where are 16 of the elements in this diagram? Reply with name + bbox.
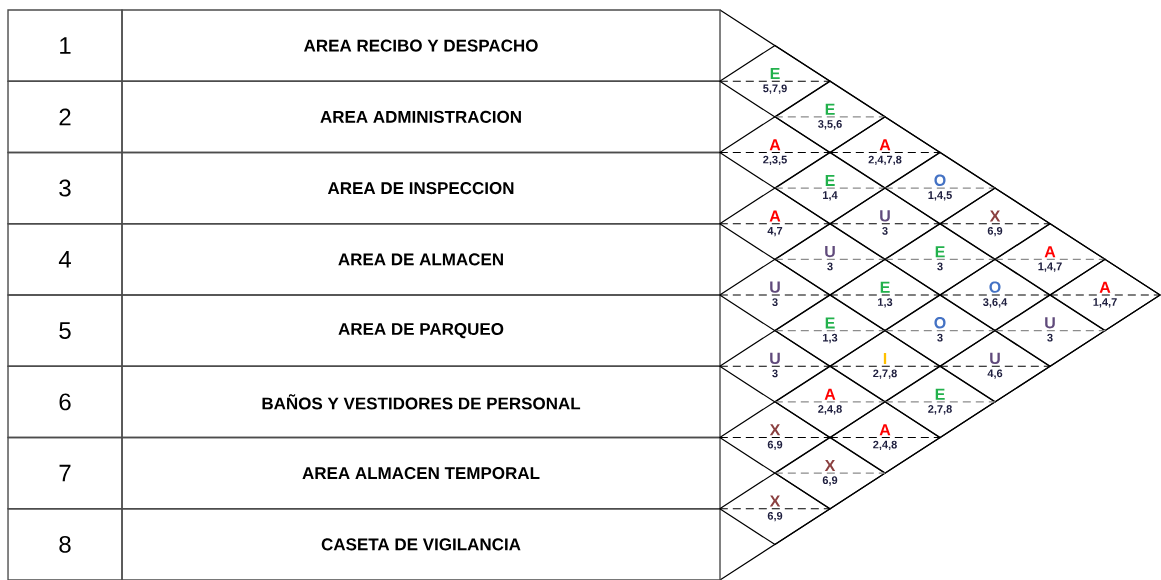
- table-cell: 8: [7, 508, 123, 580]
- table-cell: 7: [7, 436, 123, 510]
- table-cell: BAÑOS Y VESTIDORES DE PERSONAL: [121, 365, 721, 439]
- table-cell: AREA DE ALMACEN: [121, 223, 721, 296]
- table-cell: 6: [7, 365, 123, 439]
- table-cell: AREA ADMINISTRACION: [121, 80, 721, 154]
- table-cell: AREA ALMACEN TEMPORAL: [121, 436, 721, 510]
- table-cell: AREA DE INSPECCION: [121, 151, 721, 225]
- table-cell: 1: [7, 9, 123, 82]
- table-cell: 5: [7, 294, 123, 367]
- table-cell: AREA RECIBO Y DESPACHO: [121, 9, 721, 82]
- table-cell: 2: [7, 80, 123, 154]
- table-cell: AREA DE PARQUEO: [121, 294, 721, 367]
- table-cell: 3: [7, 151, 123, 225]
- table-cell: CASETA DE VIGILANCIA: [121, 508, 721, 580]
- table-cell: 4: [7, 223, 123, 296]
